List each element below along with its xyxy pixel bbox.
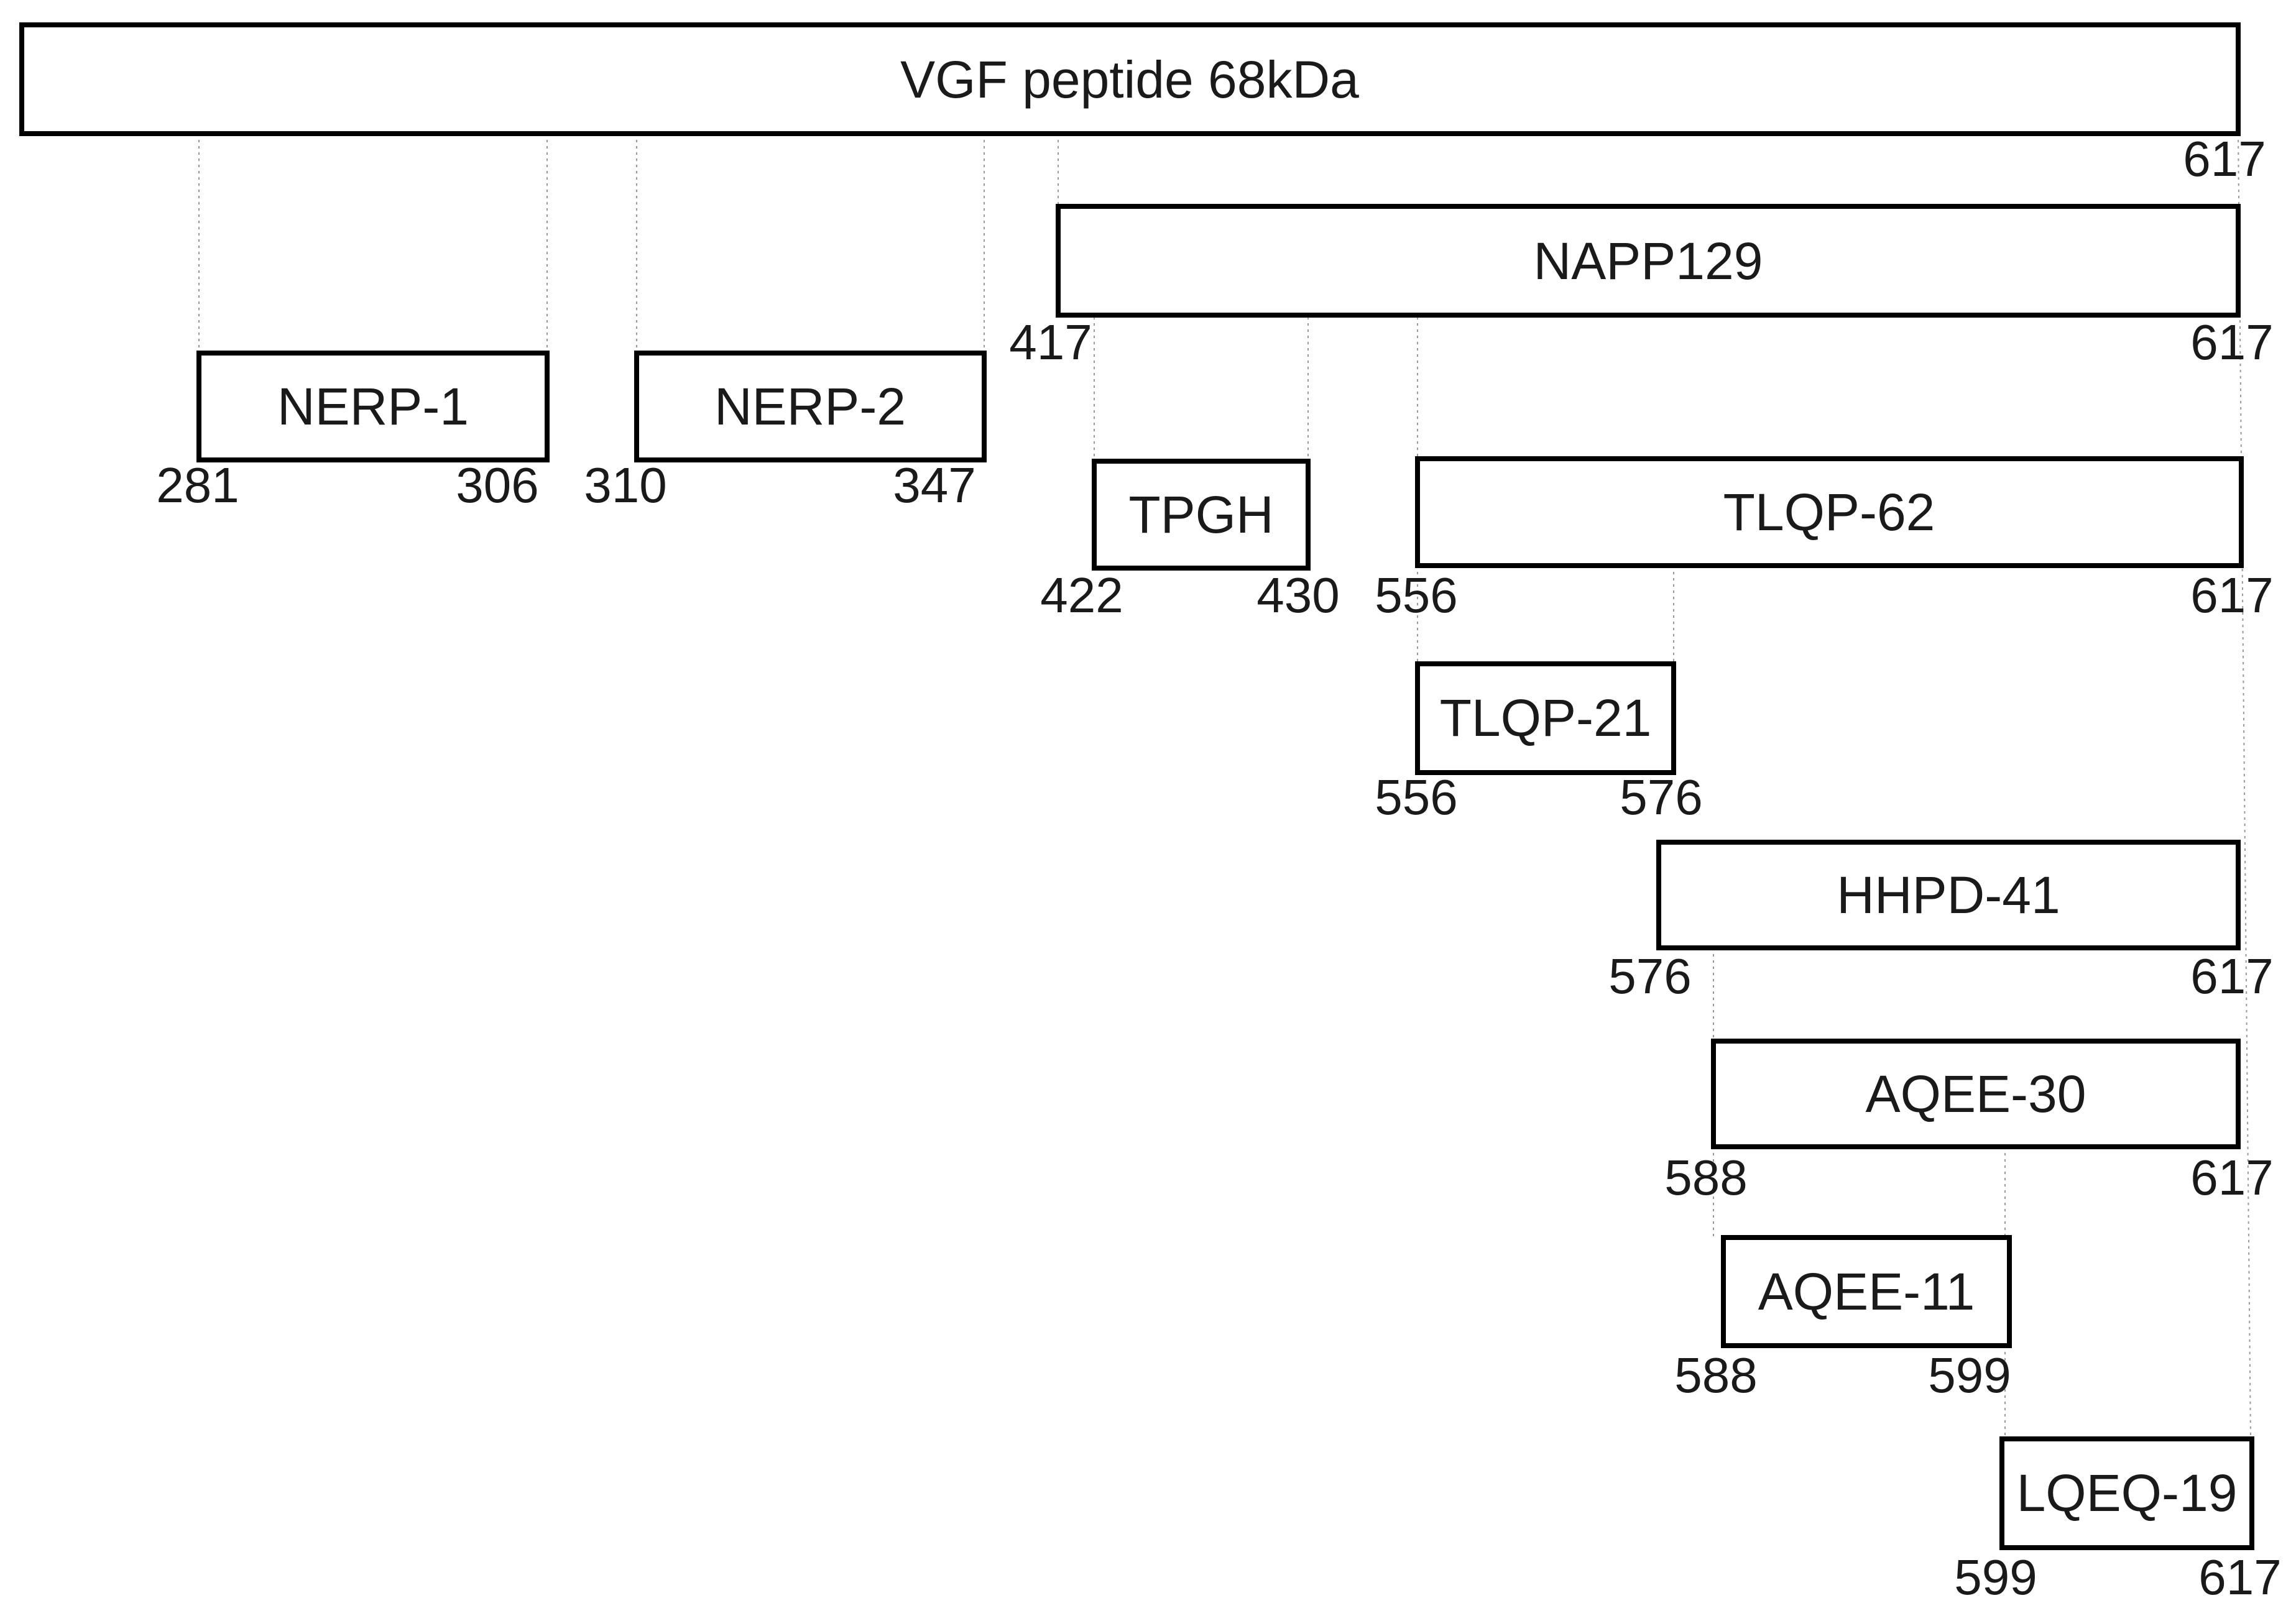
nerp1-start-label: 281 bbox=[156, 457, 239, 513]
lqeq19-box: LQEQ-19 599 617 bbox=[1954, 1436, 2282, 1605]
nerp2-rect bbox=[634, 351, 987, 462]
tlqp21-start-label: 556 bbox=[1375, 769, 1457, 825]
tlqp62-rect bbox=[1415, 456, 2244, 568]
aqee30-label: AQEE-30 bbox=[1866, 1065, 2086, 1123]
tpgh-end-label: 430 bbox=[1256, 567, 1339, 623]
nerp2-end-label: 347 bbox=[893, 457, 975, 513]
aqee11-start-label: 588 bbox=[1674, 1348, 1757, 1403]
napp129-end-label: 617 bbox=[2190, 315, 2273, 370]
tlqp62-start-label: 556 bbox=[1375, 567, 1457, 623]
nerp1-rect bbox=[196, 351, 550, 462]
hhpd41-box: HHPD-41 576 617 bbox=[1608, 840, 2274, 1004]
aqee30-rect bbox=[1711, 1039, 2241, 1149]
aqee30-box: AQEE-30 588 617 bbox=[1664, 1039, 2274, 1205]
hhpd41-rect bbox=[1656, 840, 2241, 950]
nerp2-box: NERP-2 310 347 bbox=[584, 351, 987, 513]
nerp1-label: NERP-1 bbox=[277, 377, 469, 436]
napp129-rect bbox=[1056, 204, 2241, 318]
vgf-peptide-rect bbox=[19, 22, 2241, 136]
tlqp21-rect bbox=[1415, 661, 1676, 775]
tpgh-rect bbox=[1092, 459, 1311, 571]
tlqp62-label: TLQP-62 bbox=[1723, 483, 1935, 541]
aqee11-rect bbox=[1721, 1235, 2012, 1348]
vgf-peptide-label: VGF peptide 68kDa bbox=[900, 50, 1359, 109]
nerp2-start-label: 310 bbox=[584, 457, 666, 513]
aqee30-end-label: 617 bbox=[2190, 1150, 2273, 1205]
lqeq19-end-label: 617 bbox=[2198, 1550, 2281, 1605]
aqee11-label: AQEE-11 bbox=[1758, 1262, 1975, 1321]
nerp2-label: NERP-2 bbox=[714, 377, 906, 436]
nerp1-box: NERP-1 281 306 bbox=[156, 351, 550, 513]
aqee11-end-label: 599 bbox=[1928, 1348, 2011, 1403]
napp129-box: NAPP129 417 617 bbox=[1009, 204, 2274, 370]
tlqp62-end-label: 617 bbox=[2190, 567, 2273, 623]
vgf-peptide-end-label: 617 bbox=[2183, 131, 2266, 186]
tlqp21-box: TLQP-21 556 576 bbox=[1375, 661, 1703, 825]
lqeq19-start-label: 599 bbox=[1954, 1550, 2037, 1605]
lqeq19-label: LQEQ-19 bbox=[2017, 1464, 2238, 1522]
hhpd41-end-label: 617 bbox=[2190, 948, 2273, 1004]
aqee30-start-label: 588 bbox=[1664, 1150, 1747, 1205]
hhpd41-start-label: 576 bbox=[1608, 948, 1691, 1004]
lqeq19-rect bbox=[1999, 1436, 2254, 1550]
napp129-start-label: 417 bbox=[1009, 315, 1092, 370]
tpgh-start-label: 422 bbox=[1040, 567, 1123, 623]
tpgh-label: TPGH bbox=[1128, 485, 1273, 544]
tlqp21-end-label: 576 bbox=[1620, 769, 1702, 825]
tlqp21-label: TLQP-21 bbox=[1440, 689, 1652, 747]
guide-line bbox=[2238, 133, 2251, 1440]
aqee11-box: AQEE-11 588 599 bbox=[1674, 1235, 2012, 1403]
tpgh-box: TPGH 422 430 bbox=[1040, 459, 1340, 623]
hhpd41-label: HHPD-41 bbox=[1837, 866, 2060, 924]
vgf-peptide-box: VGF peptide 68kDa 617 bbox=[19, 22, 2266, 186]
nerp1-end-label: 306 bbox=[456, 457, 538, 513]
napp129-label: NAPP129 bbox=[1534, 232, 1763, 290]
tlqp62-box: TLQP-62 556 617 bbox=[1375, 456, 2274, 623]
